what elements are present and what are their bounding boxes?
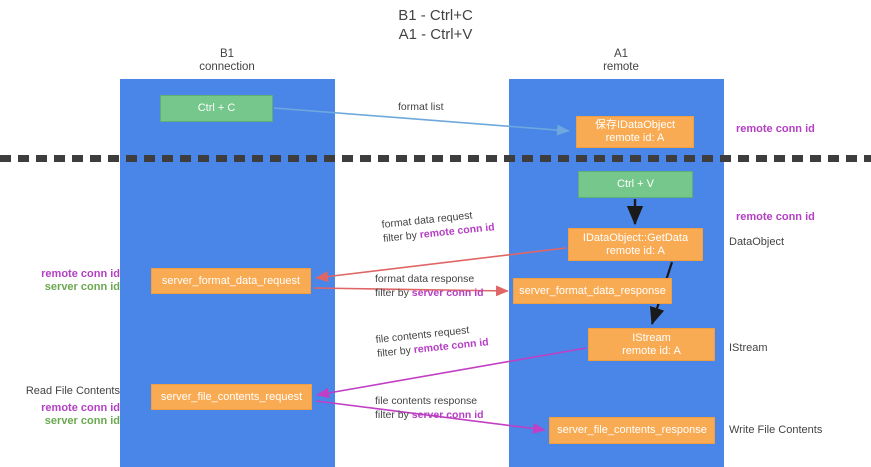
- note-right-dataobject: DataObject: [729, 236, 785, 248]
- column-header-a1: A1 remote: [546, 48, 696, 74]
- label-file-contents-response: file contents response filter by server …: [375, 394, 484, 422]
- column-header-a1-role: remote: [603, 61, 639, 73]
- note-right-istream: IStream: [729, 342, 768, 354]
- column-header-a1-name: A1: [613, 48, 629, 60]
- box-ctrl-v[interactable]: Ctrl + V: [578, 171, 693, 198]
- box-server-format-data-request-label: server_format_data_request: [161, 274, 301, 287]
- note-left-server-conn-id-bottom: server conn id: [44, 415, 120, 427]
- box-server-file-contents-response-label: server_file_contents_response: [557, 424, 707, 436]
- label-file-contents-response-title: file contents response: [375, 395, 478, 407]
- note-left-remote-conn-id-mid: remote conn id: [41, 268, 120, 280]
- label-format-data-response: format data response filter by server co…: [375, 272, 484, 300]
- label-format-data-response-filter: filter by server conn id: [375, 286, 484, 300]
- note-left-server-conn-id-mid: server conn id: [44, 281, 120, 293]
- page-title: B1 - Ctrl+C A1 - Ctrl+V: [0, 6, 871, 44]
- filter-prefix: filter by: [375, 409, 412, 421]
- box-istream-line1: IStream: [632, 331, 671, 344]
- box-idataobject-top-line1: 保存IDataObject: [594, 119, 676, 131]
- label-format-data-request: format data request filter by remote con…: [381, 206, 495, 246]
- box-idataobject-top-line2: remote id: A: [605, 132, 665, 144]
- filter-key-server-conn-id: server conn id: [411, 409, 484, 421]
- filter-key-server-conn-id: server conn id: [411, 287, 484, 299]
- filter-prefix: filter by: [375, 287, 412, 299]
- title-line-1: B1 - Ctrl+C: [398, 7, 473, 24]
- box-idataobject-getdata-line1: IDataObject::GetData: [582, 231, 689, 244]
- box-istream[interactable]: IStream remote id: A: [588, 328, 715, 361]
- column-header-b1: B1 connection: [152, 48, 302, 74]
- column-header-b1-role: connection: [199, 61, 255, 73]
- box-server-file-contents-response[interactable]: server_file_contents_response: [549, 417, 715, 444]
- note-right-write-file-contents: Write File Contents: [729, 424, 823, 436]
- title-line-2: A1 - Ctrl+V: [398, 26, 473, 43]
- note-left-read-file-contents: Read File Contents: [25, 385, 120, 397]
- label-format-list: format list: [398, 101, 444, 113]
- filter-prefix: filter by: [382, 229, 421, 245]
- box-server-file-contents-request[interactable]: server_file_contents_request: [151, 384, 312, 410]
- box-server-format-data-response-label: server_format_data_response: [519, 284, 666, 297]
- box-ctrl-c[interactable]: Ctrl + C: [160, 95, 273, 122]
- box-idataobject-getdata[interactable]: IDataObject::GetData remote id: A: [568, 228, 703, 261]
- note-right-remote-conn-id-top: remote conn id: [736, 123, 815, 135]
- box-ctrl-v-label: Ctrl + V: [617, 178, 654, 190]
- box-ctrl-c-label: Ctrl + C: [197, 102, 236, 114]
- note-left-conn-ids-mid: remote conn id server conn id: [16, 268, 120, 294]
- box-idataobject-top[interactable]: 保存IDataObject remote id: A: [576, 116, 694, 148]
- label-format-data-response-title: format data response: [375, 273, 475, 285]
- label-file-contents-response-filter: filter by server conn id: [375, 408, 484, 422]
- filter-prefix: filter by: [376, 344, 415, 360]
- note-right-remote-conn-id-mid: remote conn id: [736, 211, 815, 223]
- box-server-format-data-response[interactable]: server_format_data_response: [513, 278, 672, 304]
- column-header-b1-name: B1: [219, 48, 235, 60]
- box-server-format-data-request[interactable]: server_format_data_request: [151, 268, 311, 294]
- phase-divider: [0, 155, 871, 162]
- note-left-conn-ids-bottom: remote conn id server conn id: [16, 402, 120, 428]
- note-left-remote-conn-id-bottom: remote conn id: [41, 402, 120, 414]
- box-istream-line2: remote id: A: [622, 344, 681, 357]
- label-file-contents-request: file contents request filter by remote c…: [375, 321, 489, 361]
- box-server-file-contents-request-label: server_file_contents_request: [160, 390, 303, 403]
- box-idataobject-getdata-line2: remote id: A: [606, 244, 665, 257]
